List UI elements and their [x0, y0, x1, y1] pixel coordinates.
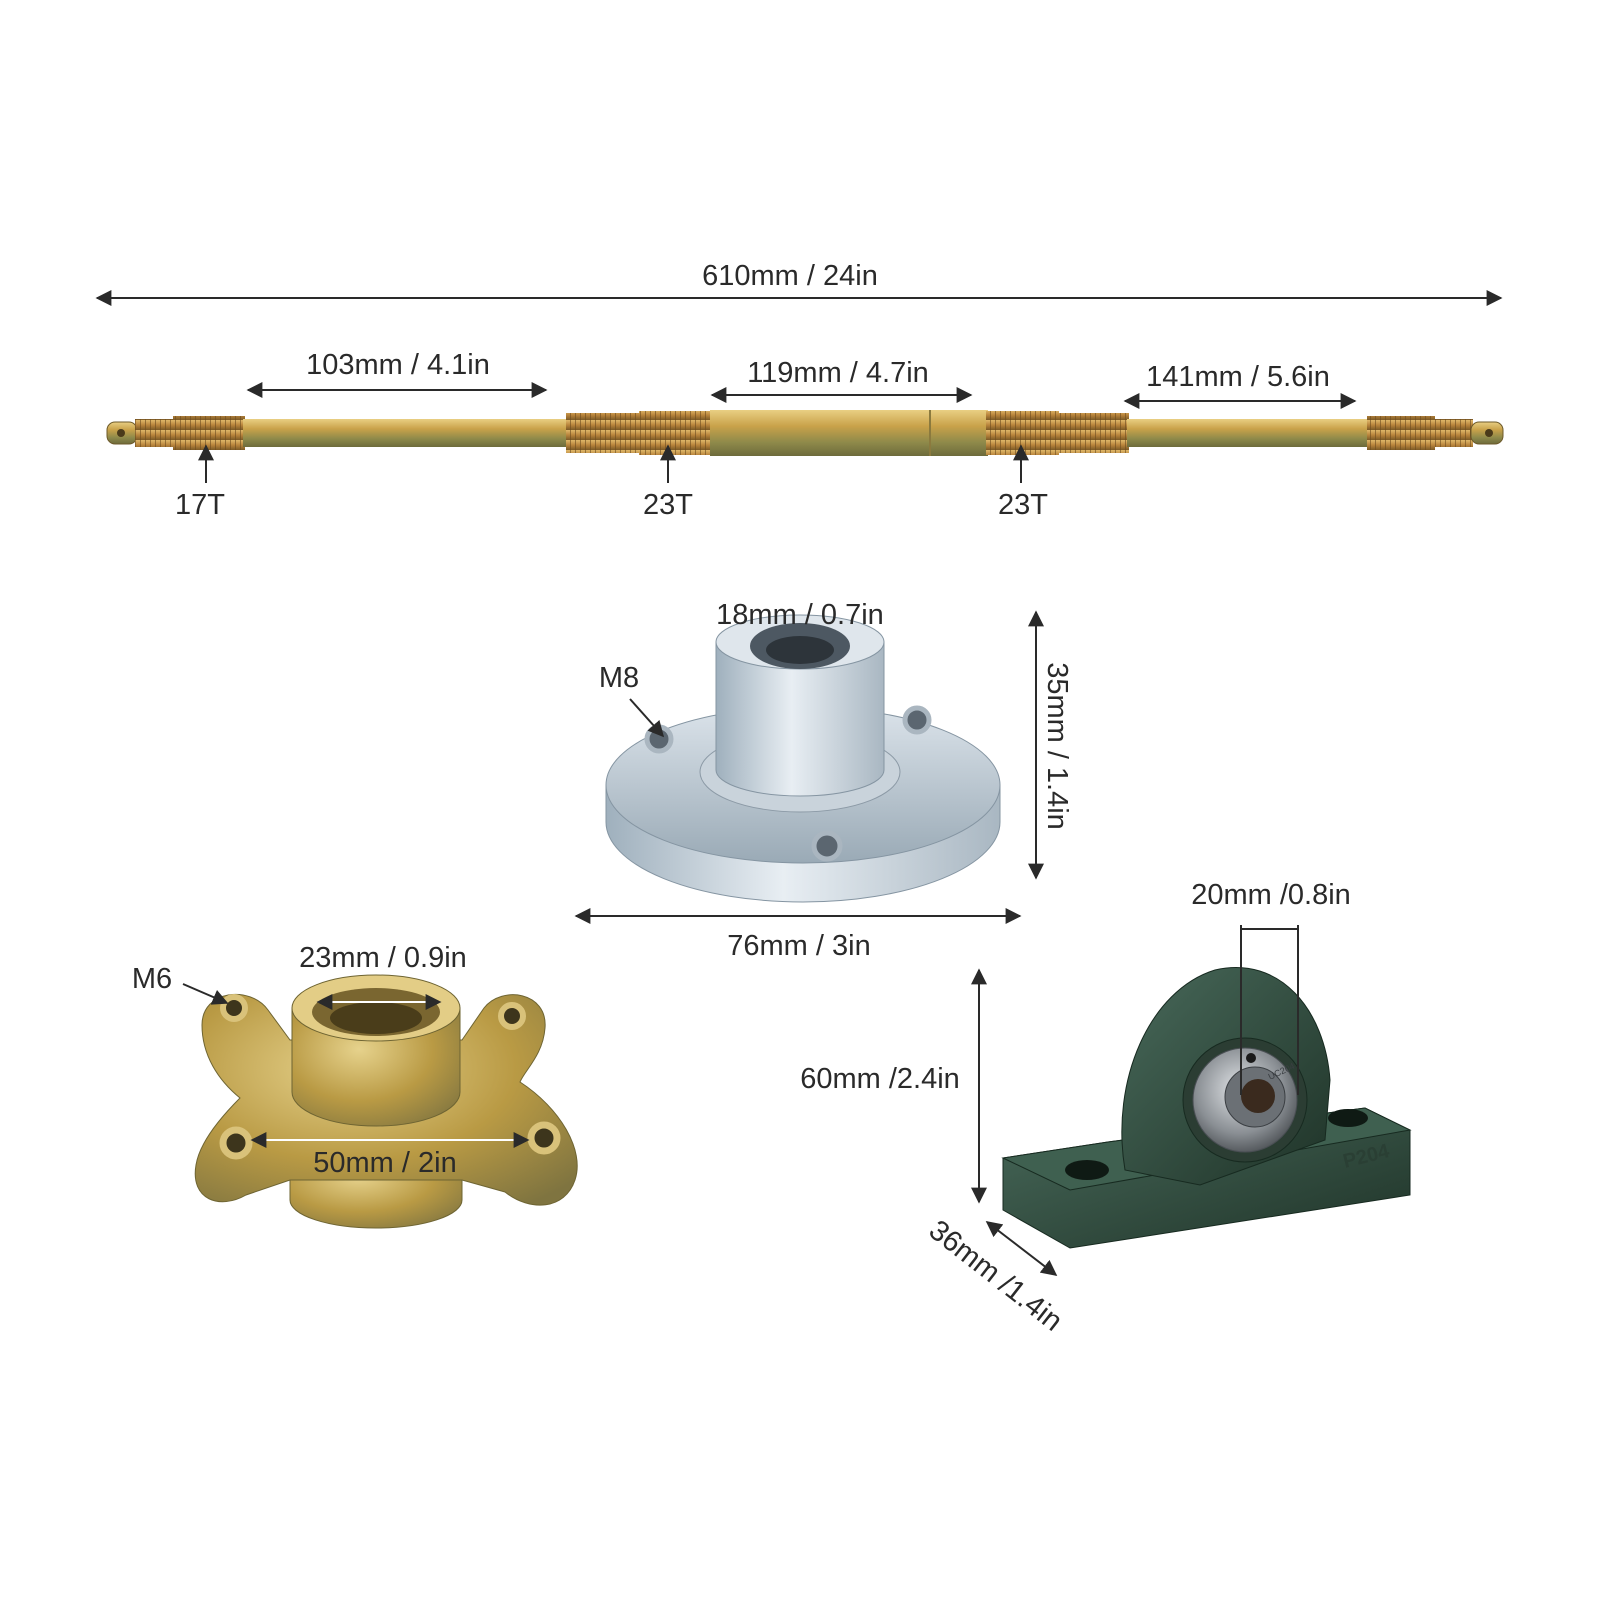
shaft-thread-mid-right — [1057, 413, 1129, 453]
shaft-right-thread — [1433, 419, 1473, 447]
flange-thread-hole-front — [811, 830, 843, 862]
bearing-bore-label: 20mm /0.8in — [1191, 879, 1351, 911]
spline-left-label: 17T — [175, 489, 225, 521]
hub-ear-hole-bottom-left — [219, 1126, 253, 1160]
segment-left-label: 103mm / 4.1in — [306, 349, 490, 381]
shaft-right-spline — [1367, 416, 1435, 450]
shaft-left-thread — [135, 419, 175, 447]
hub-ear-hole-top-right — [498, 1002, 526, 1030]
shaft-spline-23t-left — [639, 411, 712, 455]
flange-thread-pointer — [629, 698, 665, 738]
flange-height-label: 35mm / 1.4in — [1041, 662, 1073, 830]
flange-bore-label: 18mm / 0.7in — [716, 599, 884, 631]
shaft-body-right — [1127, 419, 1369, 447]
segment-middle-label: 119mm / 4.7in — [747, 357, 929, 389]
bearing-height-label: 60mm /2.4in — [800, 1063, 960, 1095]
shaft-body-middle — [710, 410, 988, 456]
hub-bore-label: 23mm / 0.9in — [299, 942, 467, 974]
pillow-block-bearing: UC204 P204 — [1001, 967, 1412, 1249]
spline-mid-right-label: 23T — [998, 489, 1048, 521]
hub-thread-pointer — [182, 983, 229, 1005]
bearing-bore — [1241, 1079, 1275, 1113]
bearing-base-width-arrow — [985, 1221, 1058, 1276]
shaft-body-left — [243, 419, 568, 447]
segment-right-label: 141mm / 5.6in — [1146, 361, 1330, 393]
shaft-thread-mid-left — [566, 413, 641, 453]
bearing-set-screw — [1246, 1053, 1256, 1063]
hub-ear-hole-bottom-right — [527, 1121, 561, 1155]
flange-thread-hole-right — [902, 705, 932, 735]
wheel-hub — [194, 974, 578, 1229]
bearing-base-hole-right — [1328, 1109, 1368, 1127]
shaft-spline-23t-right — [986, 411, 1059, 455]
flange-boss — [715, 641, 885, 797]
axle-shaft — [106, 410, 1504, 456]
hub-ear-hole-top-left — [220, 994, 248, 1022]
spline-mid-left-label: 23T — [643, 489, 693, 521]
hub-bolt-spacing-label: 50mm / 2in — [313, 1147, 456, 1179]
bearing-base-hole-left — [1065, 1160, 1109, 1180]
flange-hub — [605, 614, 1001, 903]
flange-thread-label: M8 — [599, 662, 639, 694]
flange-diameter-label: 76mm / 3in — [727, 930, 870, 962]
shaft-spline-17t — [173, 416, 245, 450]
hub-thread-label: M6 — [132, 963, 172, 995]
overall-length-label: 610mm / 24in — [702, 260, 878, 292]
hub-boss — [291, 1007, 461, 1127]
